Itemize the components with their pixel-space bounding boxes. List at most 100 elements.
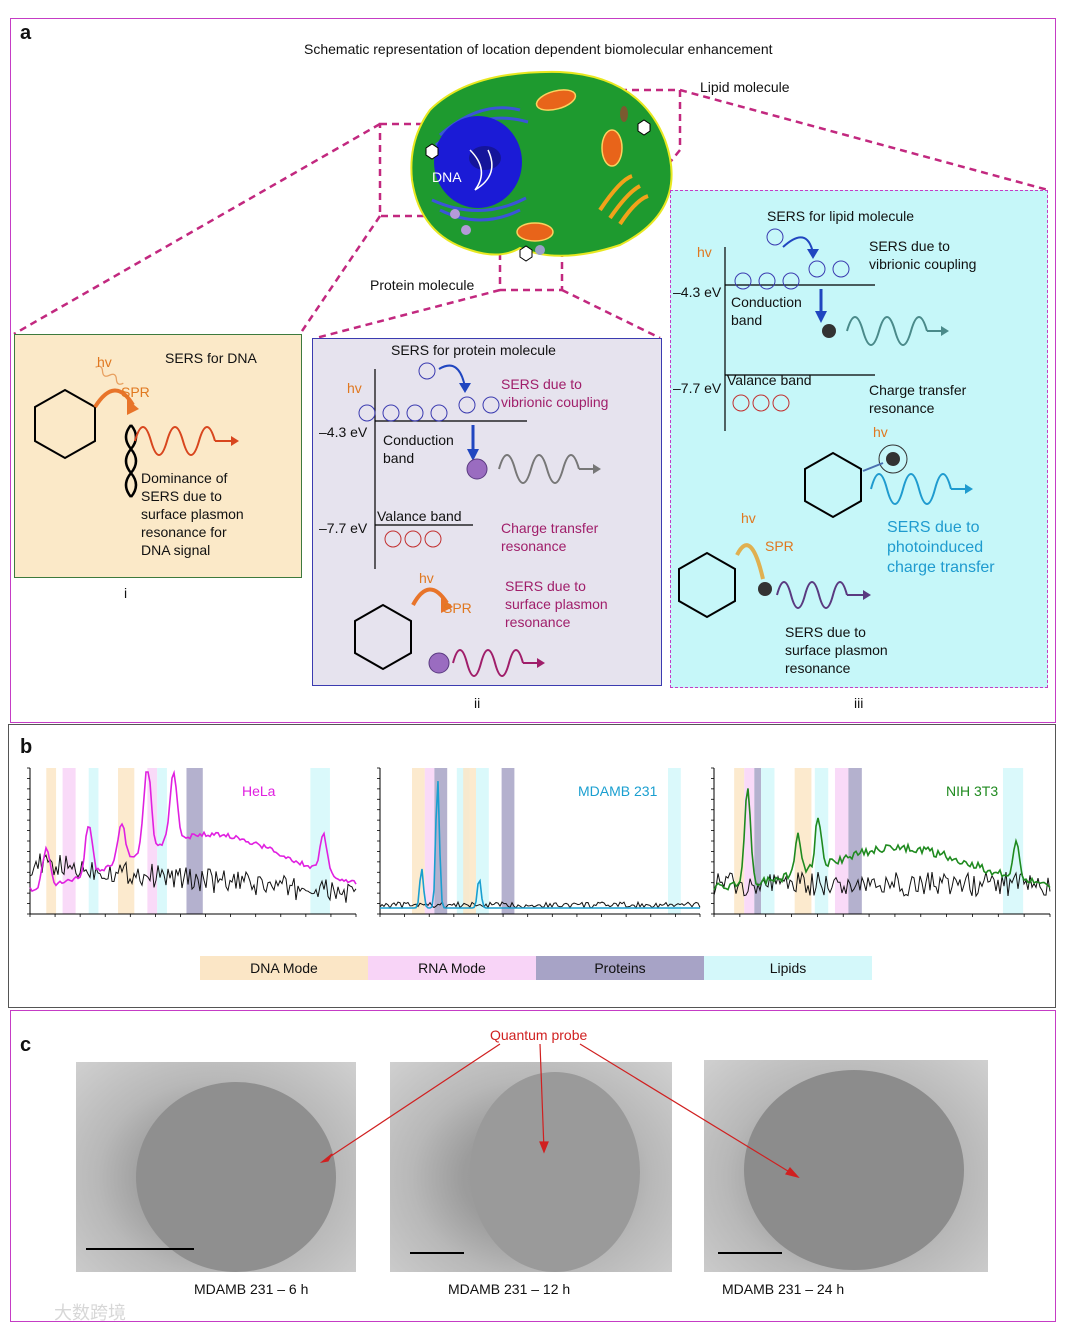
box-iii-spr-text-1: surface plasmon	[785, 642, 888, 658]
spectrum-band	[834, 768, 849, 914]
box-iii-hv3: hv	[741, 510, 756, 526]
spectrum-band	[476, 768, 489, 914]
spectrum-band	[848, 768, 862, 914]
box-iii-vibronic-1: vibrionic coupling	[869, 256, 977, 272]
box-i-text-0: Dominance of	[141, 470, 228, 486]
box-i-title: SERS for DNA	[165, 350, 257, 366]
cell-illustration	[13, 70, 1049, 340]
spectra-charts	[27, 767, 1051, 917]
spectrum-band	[734, 768, 745, 914]
box-ii-level-cb: –4.3 eV	[319, 424, 368, 440]
panel-c-letter: c	[20, 1034, 32, 1056]
legend-dna-mode: DNA Mode	[200, 956, 368, 980]
box-iii-spr-text-0: SERS due to	[785, 624, 866, 640]
box-i-schematic	[34, 365, 239, 498]
box-i-hv: hv	[97, 354, 112, 370]
box-ii-protein: SERS for protein molecule hv –4.3 eV Con…	[312, 338, 662, 686]
legend-rna-mode: RNA Mode	[368, 956, 536, 980]
box-iii-level-vb: –7.7 eV	[673, 380, 722, 396]
spectrum-band	[744, 768, 755, 914]
dna-label: DNA	[432, 169, 462, 185]
box-ii-hv: hv	[347, 380, 362, 396]
box-ii-cb-0: Conduction	[383, 432, 454, 448]
panel-a-frame	[10, 18, 1056, 723]
panel-b-letter: b	[20, 736, 33, 758]
box-iii-ct-1: resonance	[869, 400, 935, 416]
box-iii-spr-text-2: resonance	[785, 660, 851, 676]
tem-image-12h	[390, 1062, 672, 1272]
tem-image-24h	[704, 1060, 988, 1272]
box-ii-title: SERS for protein molecule	[391, 342, 556, 358]
box-iii-hv2: hv	[873, 424, 888, 440]
spectrum-band	[761, 768, 775, 914]
box-ii-level-vb: –7.7 eV	[319, 520, 368, 536]
box-ii-ct-1: resonance	[501, 538, 567, 554]
box-ii-ct-0: Charge transfer	[501, 520, 599, 536]
spectrum-band	[310, 768, 330, 914]
box-iii-ct-0: Charge transfer	[869, 382, 967, 398]
box-iii-photo-2: charge transfer	[887, 559, 995, 576]
spectrum-band	[412, 768, 425, 914]
legend-proteins: Proteins	[536, 956, 704, 980]
chart-label-mdamb231: MDAMB 231	[578, 783, 658, 799]
box-iii-spr: SPR	[765, 538, 794, 554]
box-ii-vb-label: Valance band	[377, 508, 462, 524]
box-i-roman: i	[124, 585, 128, 601]
control-spectrum-line	[29, 853, 357, 903]
spectrum-band	[186, 768, 203, 914]
caption-12h: MDAMB 231 – 12 h	[448, 1281, 571, 1297]
tem-image-6h	[76, 1062, 356, 1272]
box-ii-cb-1: band	[383, 450, 415, 466]
box-iii-cb-1: band	[731, 312, 763, 328]
protein-molecule-label: Protein molecule	[370, 277, 475, 293]
box-i-dna: SERS for DNA hv SPR Dominance of SERS du…	[14, 334, 302, 578]
quantum-probe-arrows	[319, 1043, 800, 1179]
spectrum-band	[668, 768, 681, 914]
box-i-spr: SPR	[121, 384, 150, 400]
control-spectrum-line	[713, 871, 1051, 898]
box-iii-photo-0: SERS due to	[887, 519, 980, 536]
box-iii-title: SERS for lipid molecule	[767, 208, 915, 224]
sample-spectrum-line	[380, 781, 700, 909]
lipid-molecule-label: Lipid molecule	[700, 79, 790, 95]
box-i-text-2: surface plasmon	[141, 506, 244, 522]
caption-24h: MDAMB 231 – 24 h	[722, 1281, 845, 1297]
quantum-probe-label: Quantum probe	[490, 1027, 588, 1043]
chart-label-nih3t3: NIH 3T3	[946, 783, 999, 799]
sample-spectrum-line	[29, 769, 357, 893]
box-iii-photo-1: photoinduced	[887, 539, 984, 556]
box-iii-vb-label: Valance band	[727, 372, 812, 388]
box-i-text-3: resonance for	[141, 524, 227, 540]
spectrum-band	[62, 768, 76, 914]
spectrum-band	[46, 768, 57, 914]
box-ii-roman: ii	[474, 695, 481, 711]
box-ii-vibronic-0: SERS due to	[501, 376, 582, 392]
box-i-text-4: DNA signal	[141, 542, 211, 558]
spectrum-band	[463, 768, 476, 914]
box-iii-lipid: SERS for lipid molecule hv –4.3 eV Condu…	[670, 190, 1048, 688]
sample-spectrum-line	[713, 788, 1051, 891]
spectrum-band	[1002, 768, 1024, 914]
watermark: 大数跨境	[54, 1303, 126, 1323]
spectrum-band	[501, 768, 515, 914]
spectrum-band	[157, 768, 167, 914]
control-spectrum-line	[379, 900, 701, 910]
box-ii-schematic	[354, 362, 601, 677]
box-iii-vibronic-0: SERS due to	[869, 238, 950, 254]
box-ii-spr: SPR	[443, 600, 472, 616]
panel-a-letter: a	[20, 22, 32, 44]
box-iii-hv: hv	[697, 244, 712, 260]
spectrum-band	[434, 768, 448, 914]
box-i-text-1: SERS due to	[141, 488, 222, 504]
panel-c-frame	[10, 1010, 1056, 1322]
box-ii-vibronic-1: vibrionic coupling	[501, 394, 609, 410]
box-ii-hv2: hv	[419, 570, 434, 586]
box-iii-roman: iii	[854, 695, 864, 711]
spectrum-band	[88, 768, 99, 914]
panel-b-frame	[8, 724, 1056, 1008]
spectrum-band	[147, 768, 158, 914]
box-ii-spr-text-1: surface plasmon	[505, 596, 608, 612]
box-ii-spr-text-2: resonance	[505, 614, 571, 630]
box-iii-schematic	[678, 228, 973, 619]
caption-6h: MDAMB 231 – 6 h	[194, 1281, 309, 1297]
